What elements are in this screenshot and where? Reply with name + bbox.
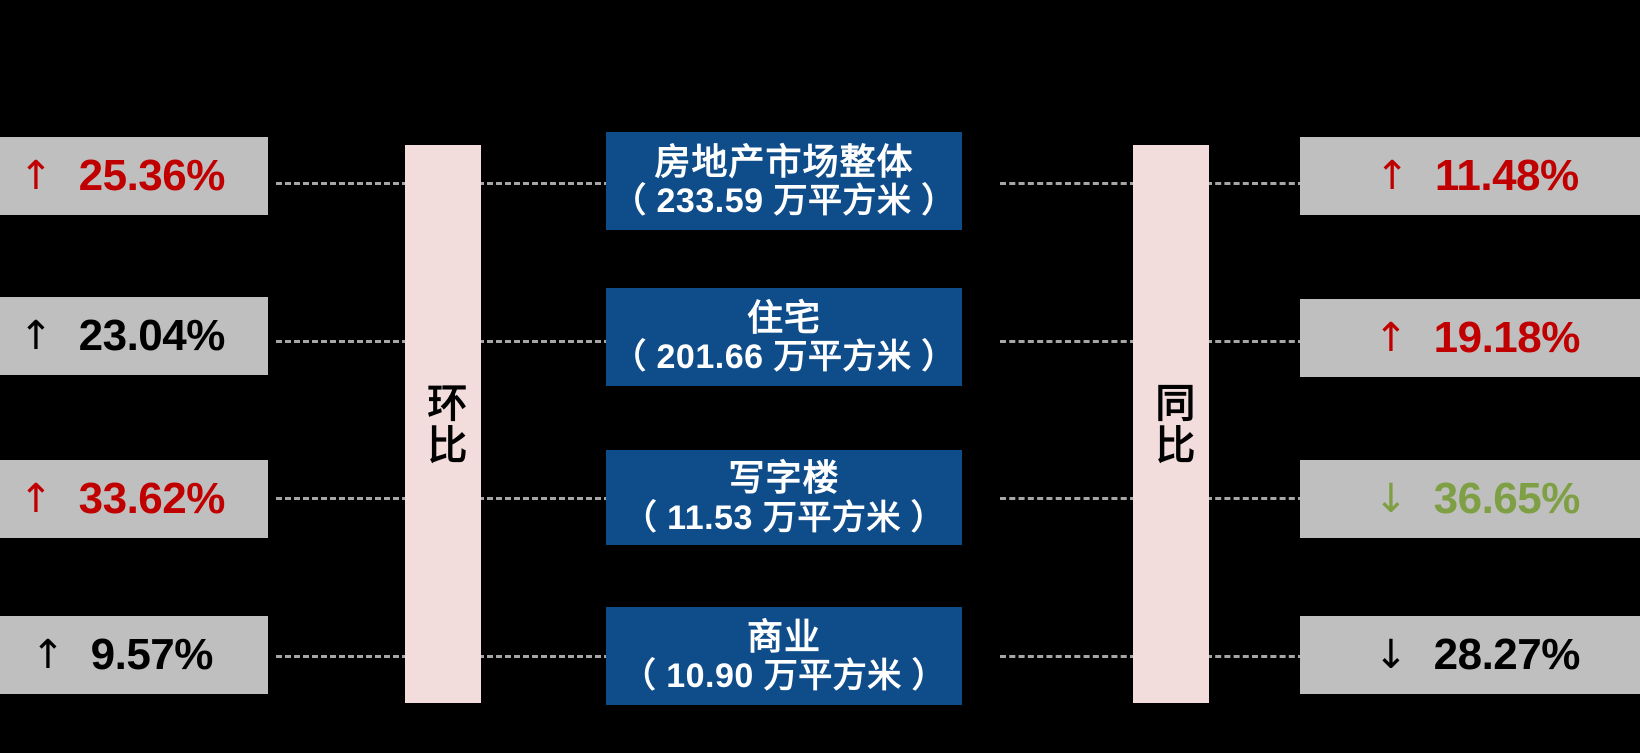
arrow-up-icon: ↑ xyxy=(19,153,53,199)
category-card-title-row-1: 房地产市场整体 xyxy=(654,140,914,182)
dash-line-card-left-row-2 xyxy=(478,340,610,343)
mom-chip-row-4[interactable]: ↑ 9.57% xyxy=(0,616,268,694)
yoy-value-row-4: 28.27% xyxy=(1433,630,1581,679)
band-mom: 环比 xyxy=(405,145,481,703)
arrow-up-icon: ↑ xyxy=(19,313,53,359)
mom-chip-row-1[interactable]: ↑ 25.36% xyxy=(0,137,268,215)
dash-line-mom-row-3 xyxy=(276,497,408,500)
dash-line-yoy-row-3 xyxy=(1206,497,1304,500)
arrow-down-icon: ↓ xyxy=(1374,632,1408,678)
dash-line-yoy-row-1 xyxy=(1206,182,1304,185)
category-card-row-1[interactable]: 房地产市场整体 （ 233.59 万平方米 ） xyxy=(606,132,962,230)
dash-line-mom-row-2 xyxy=(276,340,408,343)
dash-line-card-right-row-4 xyxy=(1000,655,1136,658)
yoy-chip-row-4[interactable]: ↓ 28.27% xyxy=(1300,616,1640,694)
yoy-chip-row-3[interactable]: ↓ 36.65% xyxy=(1300,460,1640,538)
yoy-value-row-3: 36.65% xyxy=(1433,474,1581,523)
category-card-title-row-4: 商业 xyxy=(746,615,821,657)
category-card-title-row-2: 住宅 xyxy=(746,296,821,338)
dash-line-card-left-row-1 xyxy=(478,182,610,185)
yoy-chip-row-1[interactable]: ↑ 11.48% xyxy=(1300,137,1640,215)
mom-chip-row-2[interactable]: ↑ 23.04% xyxy=(0,297,268,375)
band-yoy: 同比 xyxy=(1133,145,1209,703)
dash-line-card-left-row-4 xyxy=(478,655,610,658)
dash-line-card-right-row-1 xyxy=(1000,182,1136,185)
dash-line-card-right-row-3 xyxy=(1000,497,1136,500)
category-card-value-row-2: （ 201.66 万平方米 ） xyxy=(612,338,956,377)
mom-value-row-4: 9.57% xyxy=(90,630,214,679)
dash-line-yoy-row-2 xyxy=(1206,340,1304,343)
arrow-up-icon: ↑ xyxy=(1374,315,1408,361)
mom-value-row-1: 25.36% xyxy=(78,151,226,200)
yoy-value-row-2: 19.18% xyxy=(1433,313,1581,362)
dash-line-card-left-row-3 xyxy=(478,497,610,500)
mom-value-row-3: 33.62% xyxy=(78,474,226,523)
yoy-value-row-1: 11.48% xyxy=(1434,151,1579,200)
category-card-value-row-1: （ 233.59 万平方米 ） xyxy=(612,182,956,221)
arrow-up-icon: ↑ xyxy=(1375,153,1409,199)
category-card-value-row-4: （ 10.90 万平方米 ） xyxy=(621,657,947,696)
category-card-row-2[interactable]: 住宅 （ 201.66 万平方米 ） xyxy=(606,288,962,386)
dash-line-mom-row-1 xyxy=(276,182,408,185)
mom-chip-row-3[interactable]: ↑ 33.62% xyxy=(0,460,268,538)
dash-line-card-right-row-2 xyxy=(1000,340,1136,343)
category-card-row-3[interactable]: 写字楼 （ 11.53 万平方米 ） xyxy=(606,450,962,545)
category-card-row-4[interactable]: 商业 （ 10.90 万平方米 ） xyxy=(606,607,962,705)
dash-line-mom-row-4 xyxy=(276,655,408,658)
band-yoy-label: 同比 xyxy=(1149,382,1194,466)
band-mom-label: 环比 xyxy=(421,382,466,466)
arrow-up-icon: ↑ xyxy=(31,632,65,678)
dash-line-yoy-row-4 xyxy=(1206,655,1304,658)
category-card-title-row-3: 写字楼 xyxy=(728,457,840,499)
category-card-value-row-3: （ 11.53 万平方米 ） xyxy=(622,498,946,537)
mom-value-row-2: 23.04% xyxy=(78,311,226,360)
yoy-chip-row-2[interactable]: ↑ 19.18% xyxy=(1300,299,1640,377)
arrow-down-icon: ↓ xyxy=(1374,476,1408,522)
arrow-up-icon: ↑ xyxy=(19,476,53,522)
